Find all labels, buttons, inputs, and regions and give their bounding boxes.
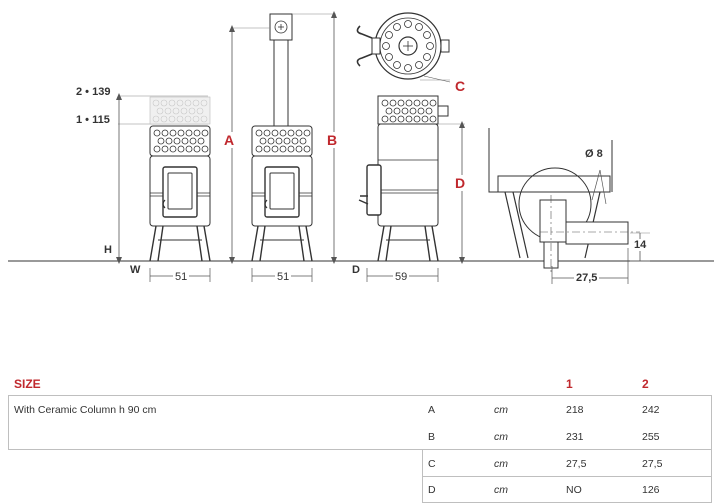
size-heading: SIZE	[14, 377, 41, 391]
stove-side-view	[358, 95, 449, 262]
dimension-c-label: C	[455, 78, 466, 94]
row-value-2: 126	[642, 484, 660, 496]
connection-detail	[488, 128, 640, 275]
table-rule	[8, 395, 712, 396]
column-2-header: 2	[642, 377, 649, 391]
row-value-2: 27,5	[642, 458, 663, 470]
row-description: With Ceramic Column h 90 cm	[14, 404, 157, 416]
h-label: H	[104, 244, 112, 256]
h-arrow-bottom	[116, 257, 122, 264]
w-label: W	[130, 264, 141, 276]
column-1-header: 1	[566, 377, 573, 391]
diameter-label: Ø 8	[585, 148, 603, 160]
row-value-1: NO	[566, 484, 582, 496]
table-rule	[422, 476, 712, 477]
front-width-label: 51	[173, 271, 190, 283]
stove-with-column-view	[251, 13, 313, 262]
row-unit: cm	[494, 458, 508, 470]
depth-value-label: 59	[393, 271, 410, 283]
table-rule	[8, 395, 9, 449]
row-value-1: 27,5	[566, 458, 587, 470]
table-rule	[8, 449, 712, 450]
row-unit: cm	[494, 431, 508, 443]
row-key: A	[428, 404, 436, 416]
dimension-a-label: A	[224, 132, 235, 148]
height-label-139: 2 • 139	[76, 86, 111, 98]
table-rule	[711, 395, 712, 502]
row-value-2: 255	[642, 431, 660, 443]
row-value-2: 242	[642, 404, 660, 416]
height-label-115: 1 • 115	[76, 114, 110, 126]
row-unit: cm	[494, 404, 508, 416]
dimension-b-label: B	[327, 132, 338, 148]
d-depth-label: D	[352, 264, 360, 276]
table-rule	[422, 449, 423, 502]
row-value-1: 231	[566, 431, 584, 443]
dim-14-label: 14	[634, 239, 647, 251]
h-arrow-top	[116, 93, 122, 100]
row-key: C	[428, 458, 436, 470]
row-unit: cm	[494, 484, 508, 496]
column-width-label: 51	[275, 271, 292, 283]
stove-top-view	[356, 12, 450, 80]
row-key: B	[428, 431, 436, 443]
dim-27-5-label: 27,5	[574, 272, 600, 284]
table-rule	[422, 502, 712, 503]
row-value-1: 218	[566, 404, 584, 416]
dimension-d-label: D	[455, 175, 466, 191]
stove-front-view	[149, 96, 211, 262]
row-key: D	[428, 484, 436, 496]
technical-drawing	[8, 11, 714, 284]
